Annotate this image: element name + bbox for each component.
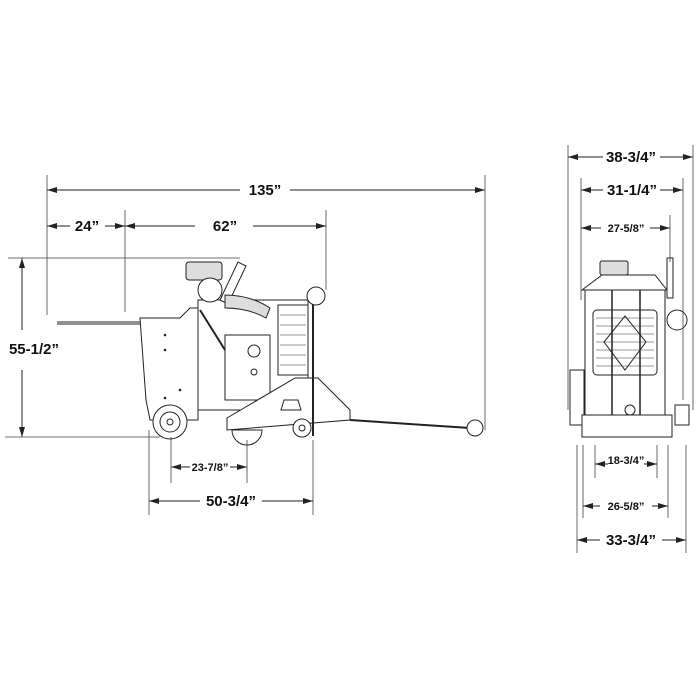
dim-overall-length: 135”	[249, 182, 282, 199]
dim-track-width: 26-5/8”	[608, 501, 645, 513]
left-wheel	[569, 369, 585, 426]
right-wheel	[674, 404, 690, 426]
diamond-grille	[603, 315, 647, 371]
dim-inner-track: 18-3/4”	[608, 455, 645, 467]
front-view-dimensions: 38-3/4” 31-1/4” 27-5/8” 18-3/4” 26-5/8” …	[567, 145, 694, 553]
dim-wheelbase-inner: 23-7/8”	[192, 462, 229, 474]
front-base	[581, 414, 673, 438]
side-view-machine	[57, 261, 484, 446]
radiator	[277, 304, 309, 376]
dim-height: 55-1/2”	[9, 341, 59, 358]
front-radiator	[592, 309, 658, 376]
front-fuel-cap	[666, 309, 688, 331]
pointer-arm	[349, 419, 471, 429]
dim-overall-width: 38-3/4”	[606, 149, 656, 166]
side-view-dimensions: 135” 24” 62” 55-1/2” 23-7/8” 50-3/4”	[5, 175, 486, 515]
pointer-wheel	[466, 419, 484, 437]
front-view-machine	[569, 257, 690, 438]
blade	[231, 429, 263, 446]
dim-frame-width: 31-1/4”	[607, 182, 657, 199]
front-air-filter	[599, 260, 629, 276]
air-filter	[185, 261, 223, 281]
dim-outer-track: 33-3/4”	[606, 532, 656, 549]
dim-body-width: 27-5/8”	[608, 223, 645, 235]
dim-wheelbase: 50-3/4”	[206, 493, 256, 510]
rear-housing	[139, 307, 199, 421]
dim-handle-extension: 24”	[75, 218, 99, 235]
dim-body-length: 62”	[213, 218, 237, 235]
engine-cover	[224, 334, 271, 401]
